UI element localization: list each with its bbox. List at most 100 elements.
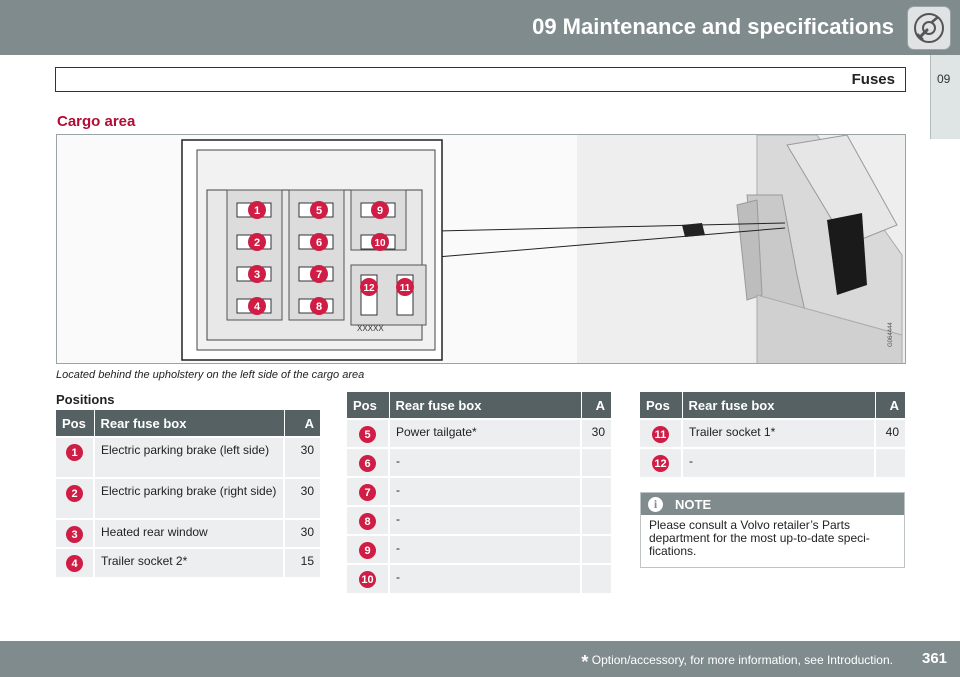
fuse-description: - [389,534,582,564]
fuse-marker-3: 3 [248,265,266,283]
fuse-box-label: XXXXX [357,324,384,333]
col-pos: Pos [56,410,95,437]
table-row: 3 Heated rear window 30 [56,518,320,548]
fuse-amperage [581,534,611,564]
section-bar: Fuses [55,67,906,92]
fuse-marker-1: 1 [248,201,266,219]
fuse-box-figure: G064444 XXXXX 1 2 3 4 5 6 7 8 9 1 [56,134,906,364]
table-header-row: Pos Rear fuse box A [640,392,905,419]
col-name: Rear fuse box [94,410,285,437]
svg-text:12: 12 [363,283,375,294]
wrench-gear-icon [907,6,951,50]
page-number: 361 [922,650,948,667]
footnote: * Option/accessory, for more information… [581,652,893,673]
table-row: 4 Trailer socket 2* 15 [56,547,320,577]
fuse-badge: 3 [66,526,83,543]
fuse-badge: 8 [359,513,376,530]
fuse-amperage: 30 [284,518,320,548]
chapter-tab-label: 09 [937,72,951,86]
fuse-badge: 5 [359,426,376,443]
positions-heading: Positions [56,392,115,407]
fuse-badge: 2 [66,485,83,502]
fuse-marker-11: 11 [396,278,414,296]
fuse-badge: 7 [359,484,376,501]
table-row: 7 - [347,476,611,506]
fuse-badge: 1 [66,444,83,461]
fuse-badge: 9 [359,542,376,559]
fuse-marker-8: 8 [310,297,328,315]
svg-text:11: 11 [400,283,411,294]
table-row: 8 - [347,505,611,535]
figure-caption: Located behind the upholstery on the lef… [56,369,365,381]
table-row: 5 Power tailgate* 30 [347,418,611,448]
fuse-amperage: 30 [284,477,320,519]
footnote-star: * [581,652,589,672]
fuse-table-2: Pos Rear fuse box A 5 Power tailgate* 30… [347,392,611,593]
svg-text:8: 8 [316,301,322,313]
fuse-badge: 12 [652,455,669,472]
table-row: 2 Electric parking brake (right side) 30 [56,477,320,519]
fuse-amperage [581,505,611,535]
col-pos: Pos [347,392,390,419]
fuse-amperage [875,447,905,477]
fuse-badge: 11 [652,426,669,443]
fuse-description: Trailer socket 2* [94,547,285,577]
chapter-tab[interactable] [930,55,960,139]
fuse-description: Trailer socket 1* [682,418,876,448]
fuse-marker-5: 5 [310,201,328,219]
fuse-marker-9: 9 [371,201,389,219]
svg-text:2: 2 [254,237,260,249]
table-row: 12 - [640,447,905,477]
note-text: Please consult a Volvo retailer’s Parts … [649,518,870,558]
table-row: 11 Trailer socket 1* 40 [640,418,905,448]
svg-text:1: 1 [254,205,260,217]
table-row: 6 - [347,447,611,477]
fuse-amperage [581,447,611,477]
fuse-amperage [581,563,611,593]
fuse-description: - [389,447,582,477]
col-amp: A [581,392,611,419]
footnote-text: Option/accessory, for more information, … [588,653,893,667]
note-header: i NOTE [641,493,904,515]
svg-text:6: 6 [316,237,322,249]
note-title: NOTE [675,497,712,512]
fuse-description: Electric parking brake (left side) [94,436,285,478]
fuse-description: Electric parking brake (right side) [94,477,285,519]
subsection-title: Cargo area [57,113,136,130]
fuse-badge: 4 [66,555,83,572]
fuse-amperage [581,476,611,506]
table-header-row: Pos Rear fuse box A [56,410,320,437]
fuse-marker-10: 10 [371,233,389,251]
fuse-table-3: Pos Rear fuse box A 11 Trailer socket 1*… [640,392,905,477]
info-icon: i [646,495,665,514]
chapter-title: 09 Maintenance and specifications [532,14,894,39]
fuse-box-illustration: G064444 XXXXX 1 2 3 4 5 6 7 8 9 1 [181,135,905,363]
col-amp: A [284,410,320,437]
fuse-description: - [389,563,582,593]
col-amp: A [875,392,905,419]
fuse-amperage: 30 [581,418,611,448]
fuse-marker-6: 6 [310,233,328,251]
table-row: 1 Electric parking brake (left side) 30 [56,436,320,478]
svg-text:7: 7 [316,269,322,281]
fuse-amperage: 30 [284,436,320,478]
note-box: i NOTE Please consult a Volvo retailer’s… [640,492,905,568]
fuse-amperage: 40 [875,418,905,448]
fuse-marker-12: 12 [360,278,378,296]
section-title: Fuses [851,71,895,88]
table-row: 10 - [347,563,611,593]
fuse-description: - [682,447,876,477]
fuse-description: Power tailgate* [389,418,582,448]
fuse-description: - [389,505,582,535]
page-header: 09 Maintenance and specifications [0,0,960,55]
col-name: Rear fuse box [389,392,582,419]
fuse-marker-7: 7 [310,265,328,283]
svg-text:5: 5 [316,205,322,217]
table-header-row: Pos Rear fuse box A [347,392,611,419]
col-name: Rear fuse box [682,392,876,419]
fuse-marker-4: 4 [248,297,266,315]
fuse-description: - [389,476,582,506]
page-footer: * Option/accessory, for more information… [0,641,960,677]
svg-text:10: 10 [374,238,386,249]
fuse-amperage: 15 [284,547,320,577]
